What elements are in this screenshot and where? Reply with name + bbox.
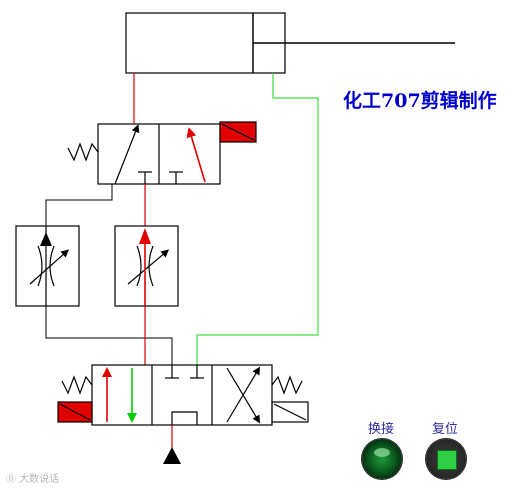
throttle-left-flow-arrow [40, 232, 52, 246]
throttle-right-flow-arrow [139, 228, 151, 244]
spring-icon-right [271, 375, 303, 395]
pipe-return-line [196, 73, 319, 365]
pilot-valve-flow-arrow [186, 127, 206, 183]
throttle-restriction-left-2 [136, 245, 142, 287]
main-right-cross-arrow-1 [226, 366, 261, 423]
main-right-cross-arrow-2 [226, 367, 261, 424]
pipe-pilot-to-throttle-left [45, 184, 113, 226]
main-valve [61, 364, 309, 426]
pipe-throttle-left-to-main [45, 306, 173, 365]
solenoid-left-slash [59, 403, 91, 421]
main-center-bypass [171, 411, 198, 425]
round-green-lamp-icon [374, 448, 390, 457]
main-valve-body [91, 364, 273, 426]
throttle-valve-right [114, 225, 179, 307]
solenoid-coil-slash [221, 123, 255, 141]
watermark: Ⓓ 大数说话 [6, 474, 60, 485]
pilot-valve-upper [67, 123, 221, 185]
reset-button-label: 复位 [432, 422, 459, 437]
reset-button[interactable] [426, 439, 466, 479]
switch-button[interactable] [362, 439, 402, 479]
page-title: 化工707剪辑制作 [343, 90, 497, 112]
square-green-indicator-icon [437, 450, 457, 470]
adjustable-throttle-valve-icon-2 [127, 249, 170, 285]
adjustable-throttle-valve-icon [29, 249, 69, 285]
throttle-valve-body-2 [114, 225, 179, 307]
pressure-source-triangle-icon [163, 447, 181, 464]
throttle-valve-body [15, 225, 80, 307]
pneumatic-cylinder [125, 12, 455, 74]
throttle-restriction-left [37, 245, 43, 287]
solenoid-coil-icon-right [271, 401, 309, 423]
switch-button-label: 换接 [368, 422, 395, 437]
pilot-valve-arrow-left [114, 124, 140, 185]
spring-icon-left [61, 375, 93, 395]
spring-icon [67, 142, 99, 162]
solenoid-right-slash [273, 403, 307, 421]
